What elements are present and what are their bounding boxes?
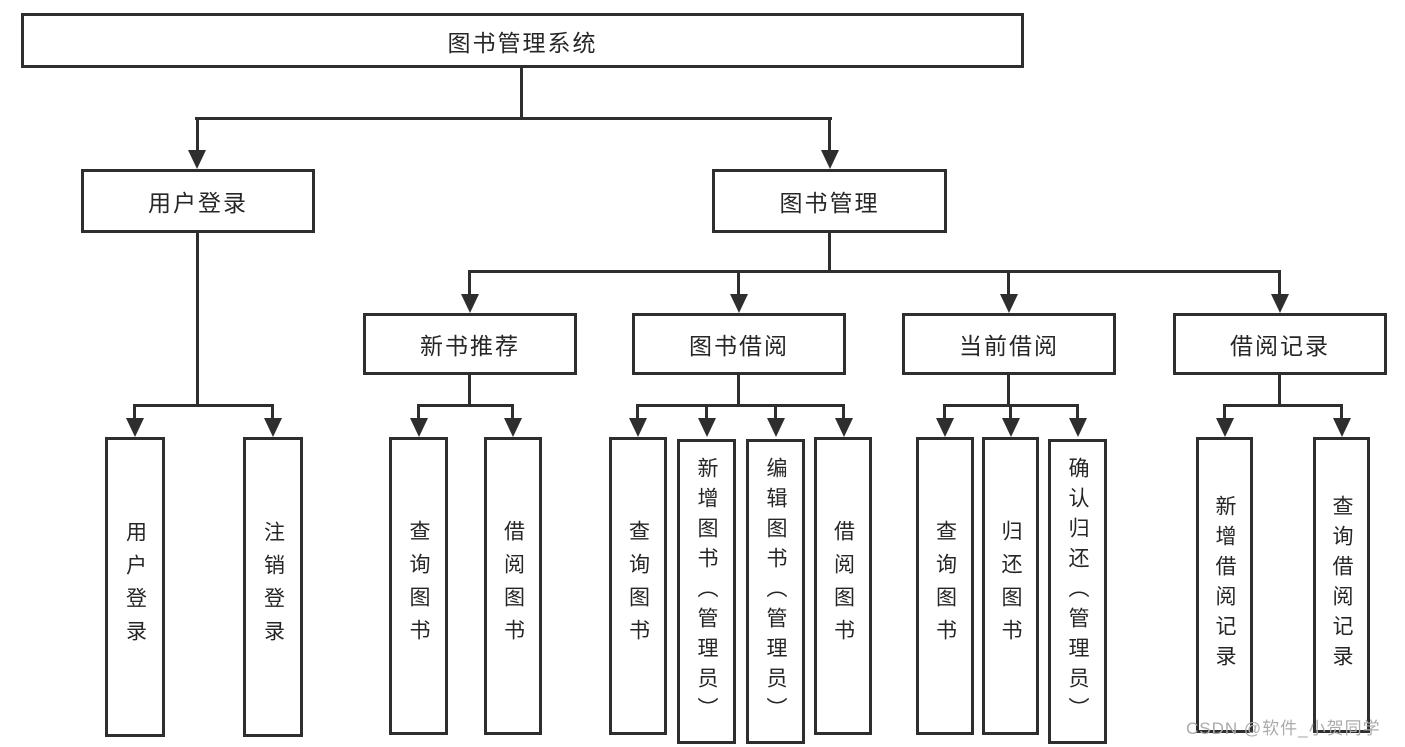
connector-user-login-rail [133,404,274,407]
leaf-bb-borrow-books: 借阅图书 [814,437,872,735]
connector-new-books-rail [417,404,514,407]
connector-drop-nb-query [417,404,420,421]
arrow-down-icon [1000,294,1018,313]
node-book-management-label: 图书管理 [779,190,880,216]
connector-drop-book-borrow [737,270,740,297]
leaf-bb-edit-books-admin-label: 编辑图书（管理员） [764,456,787,727]
node-book-borrowing: 图书借阅 [632,313,846,375]
leaf-cb-query-books: 查询图书 [916,437,974,735]
connector-user-login-stub [196,233,199,405]
connector-drop-user-login [196,117,199,152]
connector-borrow-records-rail [1223,404,1343,407]
leaf-nb-borrow-books-label: 借阅图书 [501,520,525,652]
connector-drop-bb-edit [774,404,777,421]
node-book-management: 图书管理 [712,169,947,233]
node-new-book-recommend-label: 新书推荐 [420,333,520,359]
connector-root-stub [520,68,523,118]
leaf-bb-borrow-books-label: 借阅图书 [831,520,855,652]
arrow-down-icon [1271,294,1289,313]
arrow-down-icon [264,418,282,437]
node-borrowing-records-label: 借阅记录 [1230,333,1330,359]
connector-borrow-records-stub [1278,375,1281,407]
watermark: CSDN @软件_小贺同学 [1186,719,1381,738]
arrow-down-icon [936,418,954,437]
leaf-br-query-record-label: 查询借阅记录 [1330,495,1353,675]
connector-level2-rail [195,117,832,120]
arrow-down-icon [698,418,716,437]
leaf-bb-add-books-admin: 新增图书（管理员） [677,439,736,744]
leaf-nb-query-books-label: 查询图书 [407,520,430,652]
connector-new-books-stub [468,375,471,407]
arrow-down-icon [1002,418,1020,437]
leaf-bb-query-books: 查询图书 [609,437,667,735]
leaf-bb-query-books-label: 查询图书 [626,520,650,652]
arrow-down-icon [629,418,647,437]
connector-drop-bb-query [636,404,639,421]
node-current-borrowing: 当前借阅 [902,313,1116,375]
connector-drop-borrow-records [1278,270,1281,297]
leaf-br-add-record-label: 新增借阅记录 [1213,495,1236,675]
node-current-borrowing-label: 当前借阅 [959,333,1059,359]
connector-drop-nb-borrow [511,404,514,421]
connector-drop-cb-query [943,404,946,421]
arrow-down-icon [504,418,522,437]
leaf-nb-borrow-books: 借阅图书 [484,437,542,735]
node-new-book-recommend: 新书推荐 [363,313,577,375]
leaf-br-query-record: 查询借阅记录 [1313,437,1370,733]
arrow-down-icon [1216,418,1234,437]
leaf-cb-return-books-label: 归还图书 [999,520,1022,652]
node-library-system-label: 图书管理系统 [447,29,598,56]
leaf-cb-return-books: 归还图书 [982,437,1039,735]
arrow-down-icon [461,294,479,313]
arrow-down-icon [126,418,144,437]
connector-book-mgmt-stub [828,233,831,272]
node-book-borrowing-label: 图书借阅 [689,333,789,359]
connector-current-borrow-stub [1007,375,1010,407]
leaf-cb-confirm-return-admin-label: 确认归还（管理员） [1066,456,1089,727]
arrow-down-icon [1069,418,1087,437]
arrow-down-icon [835,418,853,437]
leaf-user-login-label: 用户登录 [123,521,147,653]
connector-drop-current-borrow [1007,270,1010,297]
connector-drop-book-mgmt [828,117,831,152]
leaf-cb-query-books-label: 查询图书 [933,520,957,652]
connector-drop-new-books [468,270,471,297]
leaf-cb-confirm-return-admin: 确认归还（管理员） [1048,439,1107,744]
connector-drop-login [133,404,136,421]
arrow-down-icon [410,418,428,437]
leaf-logout-label: 注销登录 [261,521,285,653]
leaf-user-login: 用户登录 [105,437,165,737]
connector-drop-logout [271,404,274,421]
node-user-login: 用户登录 [81,169,315,233]
leaf-logout: 注销登录 [243,437,303,737]
node-library-system: 图书管理系统 [21,13,1024,68]
connector-book-borrow-rail [636,404,845,407]
connector-level3-rail [468,270,1281,273]
connector-drop-cb-confirm [1076,404,1079,421]
node-user-login-label: 用户登录 [148,190,248,216]
connector-drop-br-query [1340,404,1343,421]
node-borrowing-records: 借阅记录 [1173,313,1387,375]
arrow-down-icon [1333,418,1351,437]
leaf-bb-add-books-admin-label: 新增图书（管理员） [695,456,718,727]
leaf-bb-edit-books-admin: 编辑图书（管理员） [746,439,805,744]
connector-book-borrow-stub [737,375,740,407]
connector-drop-br-add [1223,404,1226,421]
arrow-down-icon [767,418,785,437]
connector-drop-bb-add [705,404,708,421]
leaf-br-add-record: 新增借阅记录 [1196,437,1253,733]
leaf-nb-query-books: 查询图书 [389,437,448,735]
arrow-down-icon [730,294,748,313]
arrow-down-icon [821,150,839,169]
connector-drop-cb-return [1009,404,1012,421]
arrow-down-icon [188,150,206,169]
connector-drop-bb-borrow [842,404,845,421]
